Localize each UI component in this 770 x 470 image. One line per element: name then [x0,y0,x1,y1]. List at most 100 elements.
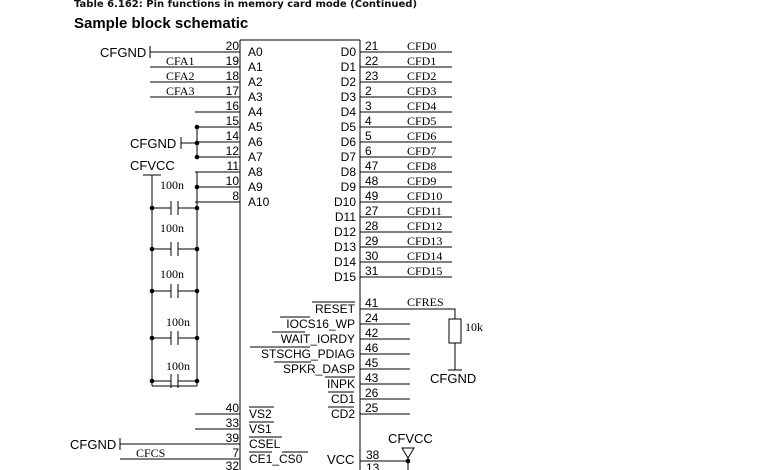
pin-name: A5 [248,120,263,134]
pin-number: 6 [365,144,372,158]
capacitor-value: 100n [160,221,184,235]
pin-name: D13 [334,240,356,254]
signal-label: CFD13 [407,234,442,248]
pin-number: 15 [226,114,240,128]
pin-number: 41 [365,296,379,310]
capacitor-value: 100n [166,359,190,373]
pin-name: D14 [334,255,356,269]
junction-dot [149,288,155,294]
pin-name: A10 [248,195,270,209]
vcc-pin-number-2: 13 [366,461,380,470]
cfgnd-tie-bottom [119,438,240,450]
pin-name: CE1_CS0 [249,452,303,466]
table-caption: Table 6.162: Pin functions in memory car… [74,0,417,10]
pin-name: D0 [341,45,357,59]
pin-number: 14 [226,129,240,143]
pin-name: A7 [248,150,263,164]
cfres-net [360,308,456,370]
pin-name: D3 [341,90,357,104]
pin-number: 46 [365,341,379,355]
signal-label: CFD3 [407,84,436,98]
pin-number: 39 [226,431,240,445]
signal-label: CFD7 [407,144,436,158]
pin-number: 42 [365,326,379,340]
junction-dot [194,205,200,211]
pin-name: D10 [334,195,356,209]
pin-number: 28 [365,219,379,233]
cfgnd-label-bottom: CFGND [70,437,116,452]
pin-name: CSEL [249,437,281,451]
signal-label: CFD10 [407,189,442,203]
pin-name: A4 [248,105,263,119]
vcc-pin-number: 38 [366,448,380,462]
vcc-arrow-icon [401,447,415,459]
pin-name: D15 [334,270,356,284]
pin-name: A3 [248,90,263,104]
pin-number: 22 [365,54,379,68]
junction-dot [149,335,155,341]
pin-name: D2 [341,75,357,89]
pin-number: 24 [365,311,379,325]
junction-dot [194,124,200,130]
pin-number: 32 [226,459,240,470]
pin-number: 33 [226,416,240,430]
signal-label: CFD15 [407,264,442,278]
pin-number: 40 [226,401,240,415]
pin-name: D7 [341,150,357,164]
pin-name: WAIT_IORDY [281,332,355,346]
cfcs-label: CFCS [136,446,165,460]
pin-name: VS1 [249,422,272,436]
pin-name: D1 [341,60,357,74]
pin-number: 31 [365,264,379,278]
pin-name: D9 [341,180,357,194]
signal-label: CFD11 [407,204,442,218]
pin-number: 20 [226,39,240,53]
junction-dot [194,154,200,160]
junction-dot [194,184,200,190]
pin-number: 2 [365,84,372,98]
signal-label: CFD5 [407,114,436,128]
junction-dot [194,140,200,146]
cfvcc-label-right: CFVCC [388,431,433,446]
signal-label: CFD4 [407,99,436,113]
pin-number: 29 [365,234,379,248]
pin-name: RESET [315,302,356,316]
signal-label: CFD12 [407,219,442,233]
signal-label: CFD9 [407,174,436,188]
pin-number: 11 [227,159,240,173]
pin-number: 43 [365,371,379,385]
pin-number: 7 [232,446,239,460]
signal-label: CFD1 [407,54,436,68]
pin-number: 23 [365,69,379,83]
pin-number: 30 [365,249,379,263]
pin-name: A6 [248,135,263,149]
pin-number: 27 [365,204,379,218]
cfvcc-label-left: CFVCC [130,158,175,173]
cfgnd-label-right: CFGND [430,371,476,386]
pin-name: D12 [334,225,356,239]
control-pin-group: 41RESET24IOCS16_WP42WAIT_IORDY46STSCHG_P… [250,296,410,421]
pin-name: INPK [327,377,355,391]
pin-number: 4 [365,114,372,128]
pin-name: SPKR_DASP [283,362,355,376]
signal-label: CFD8 [407,159,436,173]
schematic-title: Sample block schematic [74,15,248,32]
cfres-label: CFRES [407,295,444,309]
pin-number: 26 [365,386,379,400]
pin-number: 8 [232,189,239,203]
cfgnd-tie-top [149,46,240,58]
resistor-value: 10k [465,320,483,334]
pin-name: CD2 [331,407,355,421]
pullup-resistor [448,318,462,344]
pin-name: A8 [248,165,263,179]
junction-dot [194,246,200,252]
junction-dot [194,288,200,294]
pin-name: D6 [341,135,357,149]
pin-number: 19 [226,54,240,68]
